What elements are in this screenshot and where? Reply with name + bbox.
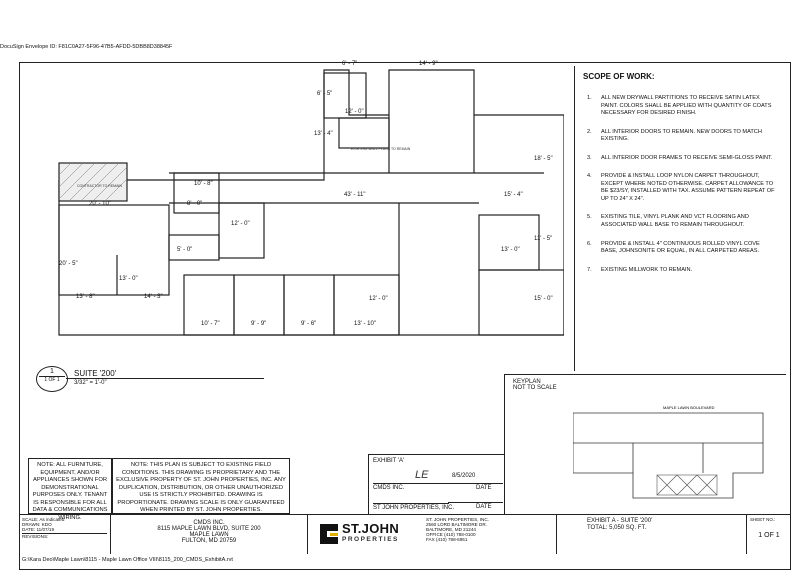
keyplan-title: KEYPLAN [513,379,541,385]
dim-23: 9' - 9" [251,321,266,327]
client-addr2: MAPLE LAWN [189,532,229,538]
dim-8: 8' - 0" [187,201,202,207]
drawing-title: SUITE '200' [66,369,264,379]
sheet-block: SHEET NO.: 1 OF 1 [746,514,791,554]
existing-core [58,162,128,202]
drawing-tag: 1 1 OF 1 [36,366,68,392]
dim-11: 18' - 5" [534,156,553,162]
keyplan-subtitle: NOT TO SCALE [513,385,557,391]
stjohn-logo: ST.JOHN PROPERTIES [318,520,418,550]
dim-15: 11' - 5" [534,236,552,242]
scope-item-1: 1.ALL NEW DRYWALL PARTITIONS TO RECEIVE … [587,95,772,117]
dim-14: 13' - 0" [501,247,520,253]
scope-item-7: 7.EXISTING MILLWORK TO REMAIN. [587,266,693,273]
dim-16: 20' - 5" [59,261,78,267]
dim-6: 10' - 8" [194,181,213,187]
exhibit-stjohn: ST JOHN PROPERTIES, INC. [373,505,455,511]
dim-2: 14' - 9" [419,61,438,67]
note-conditions: NOTE: THIS PLAN IS SUBJECT TO EXISTING F… [112,458,290,514]
note-furniture: NOTE: ALL FURNITURE, EQUIPMENT, AND/OR A… [28,458,112,521]
signature: LE [415,469,429,481]
dim-22: 10' - 7" [201,321,220,327]
dim-24: 9' - 6" [301,321,316,327]
title-meta: SCALE: As indicated DRAWN: KDO DATE: 11/… [22,517,107,539]
dim-10: 15' - 4" [504,192,523,198]
scope-item-2: 2.ALL INTERIOR DOORS TO REMAIN. NEW DOOR… [587,128,762,143]
title-block [20,514,791,555]
drawing-scale: 3/32" = 1'-0" [74,380,107,386]
exhibit-label: EXHIBIT 'A' [373,458,405,464]
dim-25: 13' - 10" [354,321,376,327]
sheet-value: 1 OF 1 [758,532,780,539]
dim-20: 15' - 0" [534,296,553,302]
meta-date: DATE: 11/07/19 [22,527,55,532]
client-addr3: FULTON, MD 20759 [181,538,237,544]
logo-sub: PROPERTIES [342,536,399,543]
company-name: ST. JOHN PROPERTIES, INC. [426,517,489,522]
exhibit-title: EXHIBIT A - SUITE '200' [587,518,653,524]
keyplan-drawing: MAPLE LAWN BOULEVARD [573,405,764,499]
sheet-label: SHEET NO.: [750,517,776,522]
scope-list: 1.ALL NEW DRYWALL PARTITIONS TO RECEIVE … [587,95,776,274]
office-15-0 [478,269,564,336]
dim-13: 5' - 0" [177,247,192,253]
logo-main: ST.JOHN [342,521,400,536]
room-12 [338,117,390,149]
scope-item-4: 4.PROVIDE & INSTALL LOOP NYLON CARPET TH… [587,173,775,202]
company-phone: OFFICE (410) 788-0100 [426,532,476,537]
scope-heading: SCOPE OF WORK: [583,72,655,81]
company-addr2: BALTIMORE, MD 21244 [426,527,476,532]
dim-18: 13' - 8" [76,294,95,300]
exhibit-total: TOTAL: 5,050 SQ. FT. [587,525,647,531]
dim-12: 12' - 0" [231,221,250,227]
dim-9: 43' - 11" [344,192,366,198]
plan-note-2: CONTRACTOR TO REMAIN [77,184,122,188]
exhibit-date-value: 8/5/2020 [452,473,476,479]
outer-wall [58,69,564,336]
dim-4: 12' - 0" [345,109,364,115]
drawing-sheet: 1 OF 1 [44,377,60,383]
keyplan: KEYPLAN NOT TO SCALE MAPLE LAWN BOULEVAR… [504,374,786,514]
scope-item-5: 5.EXISTING TILE, VINYL PLANK AND VCT FLO… [587,214,749,229]
office-8 [173,172,220,214]
client-block: CMDS INC. 8115 MAPLE LAWN BLVD, SUITE 20… [110,514,308,554]
exhibit-block: EXHIBIT 'A' LE CMDS INC. ST JOHN PROPERT… [368,454,505,514]
office-12a [218,202,265,259]
exhibit-cmds: CMDS INC. [373,485,405,491]
sheet-border [19,62,791,570]
dim-7: 20' - 10" [89,201,111,207]
client-addr1: 8115 MAPLE LAWN BLVD, SUITE 200 [157,526,261,532]
drawing-number: 1 [50,368,54,375]
keyplan-street: MAPLE LAWN BOULEVARD [663,405,715,410]
scope-item-6: 6.PROVIDE & INSTALL 4" CONTINUOUS ROLLED… [587,240,760,255]
scope-item-3: 3.ALL INTERIOR DOOR FRAMES TO RECEIVE SE… [587,154,773,161]
dim-19: 14' - 3" [144,294,163,300]
office-13-0 [478,214,540,271]
company-block: ST. JOHN PROPERTIES, INC. 2560 LORD BALT… [426,517,551,542]
exhibit-date-label-1: DATE [476,485,492,491]
envelope-id: DocuSign Envelope ID: F81C0A27-5F96-47B5… [0,44,173,50]
dim-17: 13' - 0" [119,276,138,282]
client-name: CMDS INC. [193,520,225,526]
company-addr1: 2560 LORD BALTIMORE DR. [426,522,487,527]
file-path: G:\Kara Deo\Maple Lawn\8115 - Maple Lawn… [22,557,233,563]
scope-panel: SCOPE OF WORK: 1.ALL NEW DRYWALL PARTITI… [574,66,784,371]
dim-5: 13' - 4" [314,131,333,137]
company-fax: FAX (410) 788-6951 [426,537,468,542]
logo-mark-icon [320,524,338,544]
room-20 [58,204,170,296]
meta-drawn: DRAWN: KDO [22,522,52,527]
meta-revisions: REVISIONS: [22,533,107,539]
dim-21: 12' - 0" [369,296,388,302]
dim-3: 6' - 5" [317,91,332,97]
plan-note-1: EXISTING WALL PLANS TO REMAIN [351,147,411,151]
floor-plan: 6' - 7" 14' - 9" 6' - 5" 12' - 0" 13' - … [58,61,564,336]
meta-scale: SCALE: As indicated [22,517,65,522]
exhibit-title-block: EXHIBIT A - SUITE '200' TOTAL: 5,050 SQ.… [556,514,746,554]
exhibit-date-label-2: DATE [476,504,492,510]
dim-1: 6' - 7" [342,61,357,67]
